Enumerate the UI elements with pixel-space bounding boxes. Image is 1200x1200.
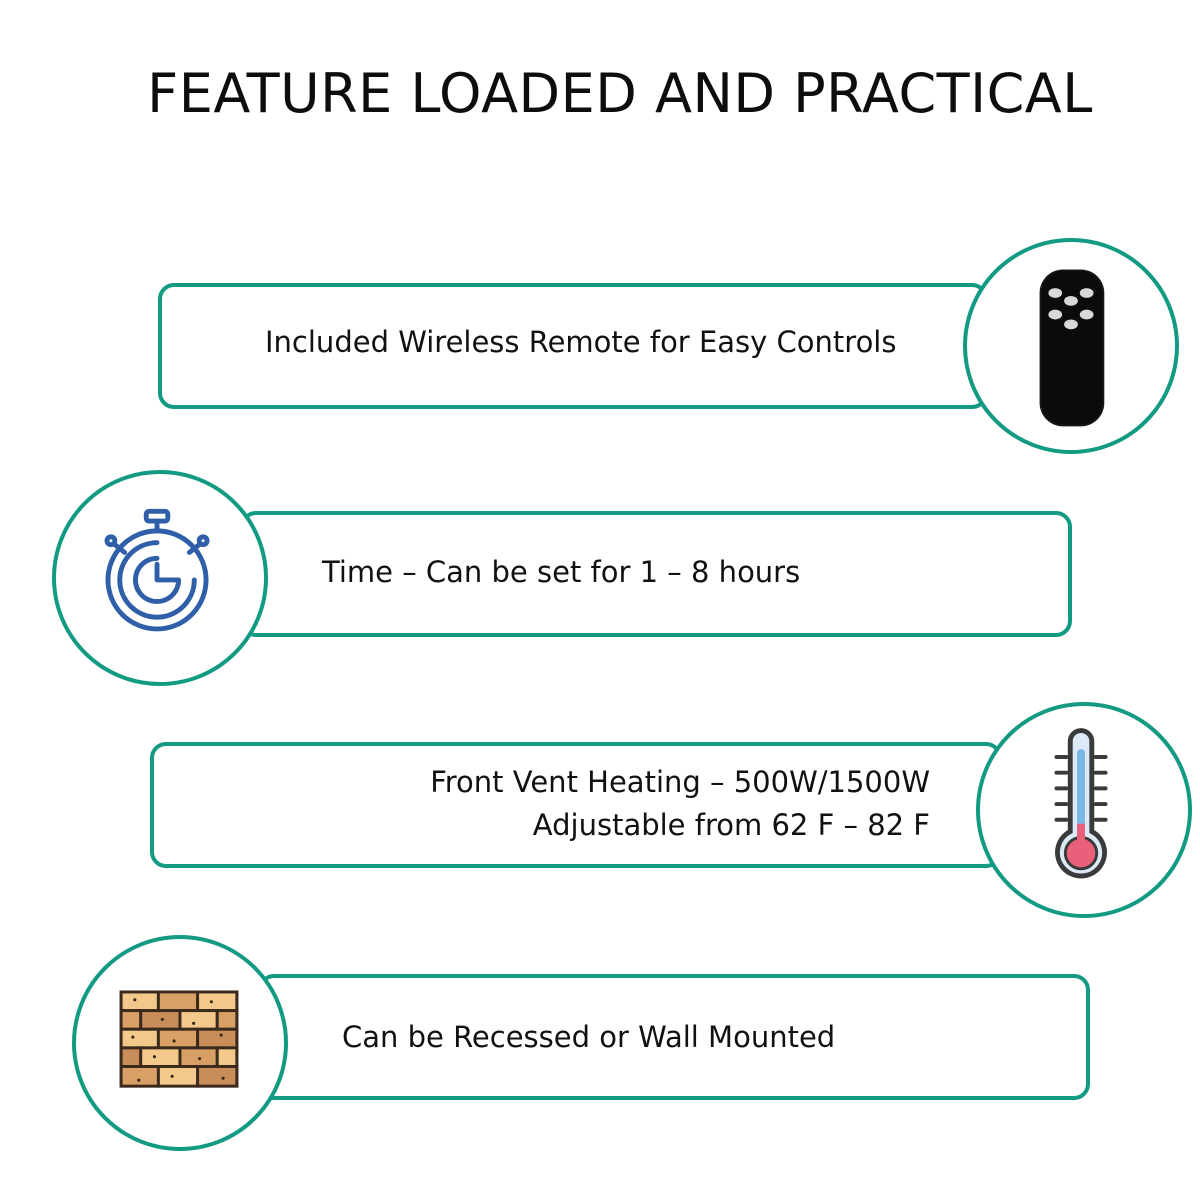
thermometer-icon [1054,728,1108,879]
icon-circle [72,935,288,1151]
icon-circle [963,238,1179,454]
feature-text-line2: Adjustable from 62 F – 82 F [532,808,930,842]
feature-pill [258,974,1090,1100]
page-title: FEATURE LOADED AND PRACTICAL [147,62,1093,125]
remote-control-icon [1039,269,1105,427]
feature-text: Can be Recessed or Wall Mounted [342,1020,836,1054]
icon-circle [52,470,268,686]
feature-text: Included Wireless Remote for Easy Contro… [265,325,897,359]
feature-pill [158,283,988,409]
icon-circle [976,702,1192,918]
stopwatch-icon [104,508,210,632]
brick-wall-icon [119,990,239,1088]
feature-text: Time – Can be set for 1 – 8 hours [322,555,801,589]
feature-text-line1: Front Vent Heating – 500W/1500W [430,765,930,799]
feature-pill [240,511,1072,637]
